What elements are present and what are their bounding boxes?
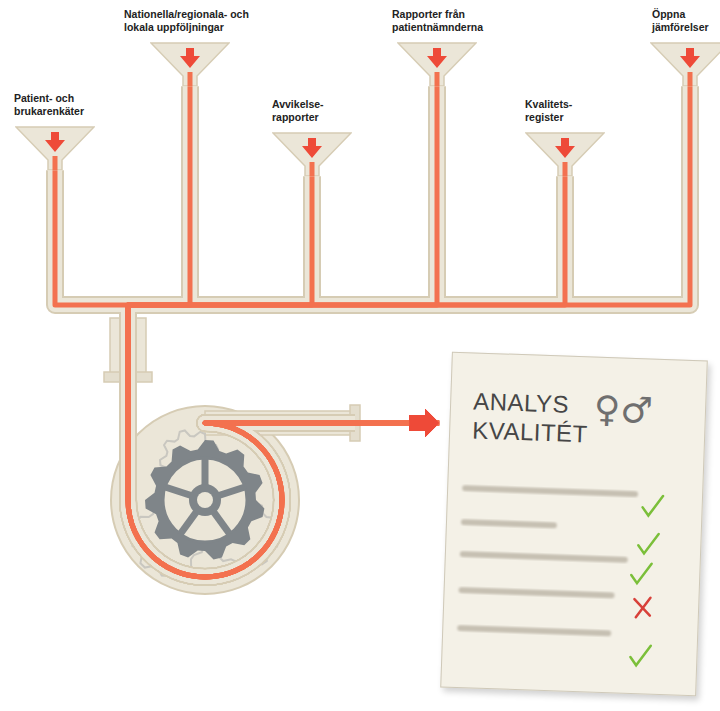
drawn-path [128, 176, 355, 577]
funnel-node: Rapporter från patientnämnderna [392, 8, 504, 86]
document-title: ANALYS KVALITÉT [472, 387, 614, 449]
drawn-path [273, 133, 351, 176]
source-label: Patient- och brukarenkäter [14, 92, 106, 118]
drawn-circle [189, 484, 221, 516]
drawn-line [310, 162, 315, 176]
drawn-path [398, 43, 476, 86]
drawn-rect [462, 485, 638, 497]
drawn-path [555, 138, 575, 158]
funnel-shape [15, 126, 95, 170]
drawn-rect [461, 519, 557, 528]
drawn-path [145, 440, 264, 559]
drawn-path [128, 86, 355, 577]
drawn-line [688, 72, 693, 86]
drawn-line [435, 72, 440, 86]
drawn-path [180, 48, 200, 68]
drawn-line [188, 72, 193, 86]
drawn-rect [460, 551, 628, 563]
drawn-path [638, 533, 659, 554]
source-label: Avvikelse- rapporter [272, 98, 354, 124]
funnel-node: Öppna jämförelser [652, 8, 716, 86]
pipe-connector [55, 170, 439, 577]
drawn-path [151, 43, 229, 86]
drawn-path [526, 133, 604, 176]
drawn-path [128, 86, 355, 577]
drawn-path [16, 127, 94, 170]
drawn-rect [459, 587, 615, 598]
funnel-node: Avvikelse- rapporter [272, 98, 354, 176]
funnel-node: Kvalitets- register [525, 98, 607, 176]
drawn-path [630, 645, 651, 666]
drawn-circle [163, 458, 247, 542]
drawn-path [302, 138, 322, 158]
drawn-circle [163, 458, 247, 542]
drawn-rect [457, 625, 611, 636]
funnel-shape [397, 42, 477, 86]
drawn-line [53, 156, 58, 170]
source-label: Öppna jämförelser [652, 8, 716, 34]
source-label: Kvalitets- register [525, 98, 607, 124]
funnel-node: Patient- och brukarenkäter [14, 92, 106, 170]
gender-symbols: ♀♂ [593, 391, 653, 429]
pipe-connector [128, 176, 439, 577]
drawn-path [128, 176, 355, 577]
drawn-path [631, 563, 652, 584]
funnel-shape [272, 132, 352, 176]
drawn-path [651, 43, 720, 86]
funnel-node: Nationella/regionala- och lokala uppfölj… [124, 8, 272, 86]
funnel-shape [650, 42, 720, 86]
source-label: Nationella/regionala- och lokala uppfölj… [124, 8, 272, 34]
drawn-path [680, 48, 700, 68]
drawn-path [427, 48, 447, 68]
report-document: ANALYS KVALITÉT [440, 352, 708, 697]
drawn-path [45, 132, 65, 152]
drawn-path [634, 597, 651, 618]
funnel-shape [150, 42, 230, 86]
funnel-shape [525, 132, 605, 176]
drawn-line [563, 162, 568, 176]
source-label: Rapporter från patientnämnderna [392, 8, 504, 34]
drawn-path [642, 495, 663, 516]
drawn-circle [197, 492, 213, 508]
drawn-g [145, 440, 264, 559]
